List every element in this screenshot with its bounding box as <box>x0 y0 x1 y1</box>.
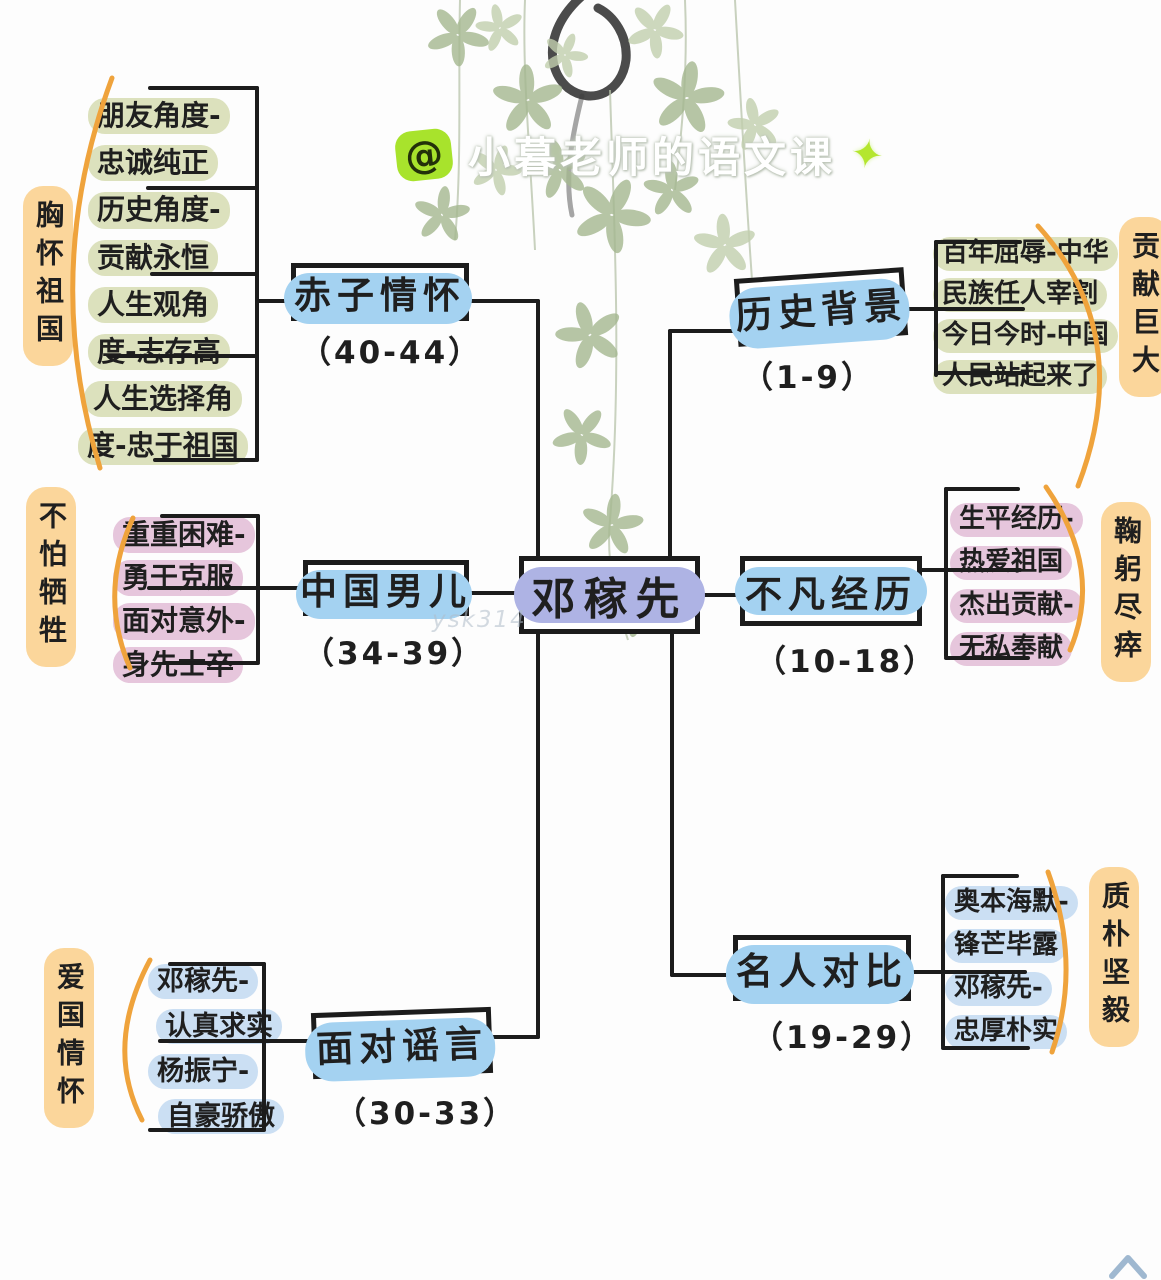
item-line: 人生观角 <box>88 286 219 323</box>
connector-line <box>168 962 266 966</box>
item-line: 贡献永恒 <box>88 239 219 276</box>
connector-line <box>160 514 260 518</box>
center-node: 邓稼先 <box>514 556 705 634</box>
item-line: 锋芒毕露 <box>945 928 1068 963</box>
connector-line <box>536 299 540 561</box>
sparkle-icon: ✦ <box>846 128 888 181</box>
side-label-bottom-right: 质朴坚毅 <box>1089 867 1139 1047</box>
connector-line <box>670 973 738 977</box>
branch-box-bottom-left: 面对谣言 <box>304 1006 497 1083</box>
chevron-up-icon[interactable] <box>1100 1250 1156 1280</box>
item-line: 勇于克服 <box>113 560 244 597</box>
item-line: 重重困难- <box>113 517 255 554</box>
connector-line <box>916 568 1022 572</box>
connector-line <box>944 656 1030 660</box>
connector-line <box>901 307 1025 311</box>
branch-box-top-left: 赤子情怀 <box>284 263 472 324</box>
connector-line <box>153 458 259 462</box>
item-group-middle-left: 重重困难- 勇于克服 面对意外- 身先士卒 <box>113 517 255 683</box>
branch-range: （40-44） <box>300 335 483 371</box>
item-line: 历史角度- <box>88 192 230 229</box>
item-line: 杰出贡献- <box>950 588 1083 623</box>
connector-line <box>941 874 1019 878</box>
side-label-top-right: 贡献巨大 <box>1119 217 1161 397</box>
watermark: @ 小暮老师的语文课 ✦ <box>393 124 888 185</box>
item-line: 邓稼先- <box>148 964 259 1000</box>
connector-line <box>944 487 1020 491</box>
item-line: 邓稼先- <box>945 971 1052 1006</box>
branch-box-middle-left: 中国男儿 <box>296 560 472 619</box>
connector-line <box>941 874 945 1048</box>
item-line: 热爱祖国 <box>950 545 1073 580</box>
connector-line <box>158 1039 315 1043</box>
item-line: 奥本海默- <box>945 886 1078 920</box>
branch-title: 不凡经历 <box>745 573 917 616</box>
marker-highlight <box>284 273 472 324</box>
connector-line <box>466 299 540 303</box>
at-badge-icon: @ <box>393 126 455 183</box>
branch-box-bottom-right: 名人对比 <box>726 935 914 1004</box>
marker-highlight <box>726 945 914 1004</box>
faint-watermark: ysk314 <box>432 607 527 633</box>
item-group-bottom-right: 奥本海默- 锋芒毕露 邓稼先- 忠厚朴实 <box>945 886 1078 1049</box>
connector-line <box>162 661 260 665</box>
marker-highlight <box>514 567 705 623</box>
connector-line <box>147 586 307 590</box>
center-title: 邓稼先 <box>531 574 688 625</box>
item-line: 人民站起来了 <box>933 359 1108 394</box>
side-label-bottom-left: 爱国情怀 <box>44 948 94 1128</box>
connector-line <box>934 371 1028 375</box>
connector-line <box>536 629 540 1039</box>
branch-range: （1-9） <box>742 360 876 396</box>
item-line: 面对意外- <box>113 603 255 640</box>
connector-line <box>668 329 672 561</box>
item-line: 度-志存高 <box>88 333 230 371</box>
item-line: 今日今时-中国 <box>933 318 1118 353</box>
side-label-top-left: 胸怀祖国 <box>23 186 73 366</box>
watermark-author: 小暮老师的语文课 <box>468 133 837 182</box>
connector-line <box>108 354 259 358</box>
branch-range: （34-39） <box>303 636 486 672</box>
connector-line <box>944 487 948 658</box>
arc-bottom-left <box>122 957 153 1123</box>
connector-line <box>695 593 743 597</box>
item-line: 人生选择角 <box>84 381 243 418</box>
item-line: 认真求实 <box>156 1009 282 1045</box>
item-line: 无私奉献 <box>950 631 1073 666</box>
side-label-middle-right: 鞠躬尽瘁 <box>1101 502 1151 682</box>
item-line: 朋友角度- <box>88 98 230 135</box>
connector-line <box>941 1046 1030 1050</box>
connector-line <box>906 970 1027 974</box>
connector-line <box>670 629 674 977</box>
branch-title: 面对谣言 <box>315 1022 489 1071</box>
branch-title: 赤子情怀 <box>294 274 466 317</box>
branch-title: 中国男儿 <box>300 570 472 613</box>
connector-line <box>148 86 259 90</box>
item-line: 杨振宁- <box>148 1054 259 1090</box>
item-line: 忠厚朴实 <box>945 1014 1068 1049</box>
connector-line <box>148 1128 266 1132</box>
branch-box-middle-right: 不凡经历 <box>735 556 927 626</box>
connector-line <box>150 272 259 276</box>
connector-line <box>934 240 1022 244</box>
branch-title: 名人对比 <box>736 950 908 993</box>
item-line: 生平经历- <box>950 503 1083 537</box>
connector-line <box>255 299 297 303</box>
connector-line <box>488 1035 540 1039</box>
marker-highlight <box>735 567 927 615</box>
item-group-bottom-left: 邓稼先- 认真求实 杨振宁- 自豪骄傲 <box>148 964 284 1135</box>
branch-box-top-right: 历史背景 <box>727 267 912 351</box>
connector-line <box>464 591 523 595</box>
connector-line <box>262 962 266 1130</box>
item-group-middle-right: 生平经历- 热爱祖国 杰出贡献- 无私奉献 <box>950 503 1083 666</box>
branch-range: （30-33） <box>335 1096 518 1132</box>
connector-line <box>146 186 259 190</box>
connector-line <box>668 329 740 333</box>
branch-range: （10-18） <box>755 644 938 680</box>
side-label-middle-left: 不怕牺牲 <box>26 487 76 667</box>
item-group-top-left: 朋友角度- 忠诚纯正 历史角度- 贡献永恒 人生观角 度-志存高 人生选择角 度… <box>78 98 248 465</box>
item-line: 忠诚纯正 <box>88 145 219 182</box>
branch-range: （19-29） <box>752 1020 935 1056</box>
marker-highlight <box>296 570 472 619</box>
